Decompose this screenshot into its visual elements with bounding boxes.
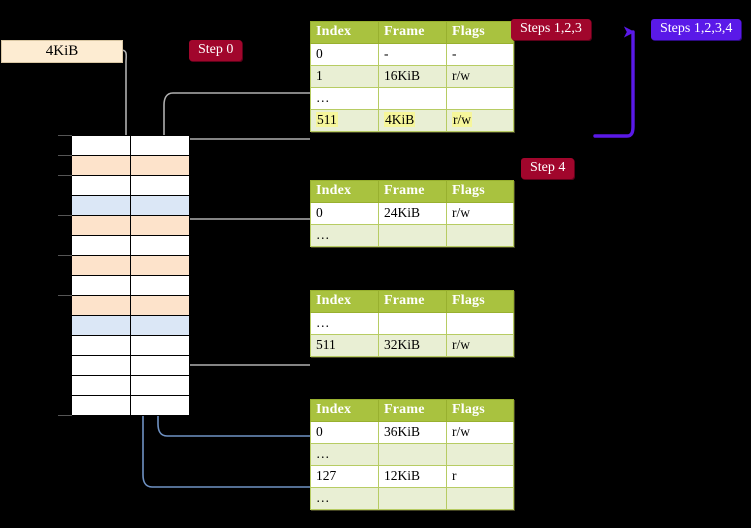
column-header-flags: Flags [446,21,514,44]
table-cell: r/w [446,421,514,444]
table-cell: 4KiB [378,109,447,132]
memory-column-divider [130,135,131,416]
column-header-index: Index [310,399,379,422]
table-cell: … [310,312,379,335]
memory-row-tick [58,155,72,156]
table-cell: r/w [446,65,514,88]
column-header-index: Index [310,21,379,44]
table-cell [446,443,514,466]
badge-step-4: Step 4 [521,158,575,180]
table-cell: … [310,224,379,247]
table-cell: 0 [310,43,379,66]
badge-steps-1234: Steps 1,2,3,4 [651,19,742,41]
table-cell: 0 [310,202,379,225]
table-row: … [310,224,514,247]
wire-pdpt-0-to-memory [178,218,310,268]
table-cell: - [446,43,514,66]
table-cell [446,87,514,110]
table-cell: 0 [310,421,379,444]
table-cell: r/w [446,334,514,357]
badge-label: Step 0 [198,42,234,57]
table-cell: … [310,87,379,110]
table-cell [378,443,447,466]
table-cell: 511 [310,334,379,357]
physical-memory-column [58,135,190,416]
table-row: … [310,87,514,110]
highlighted-value: 4KiB [384,112,416,127]
wire-pd-511-to-memory [178,315,310,366]
table-cell: 511 [310,109,379,132]
column-header-flags: Flags [446,290,514,313]
table-cell [378,224,447,247]
table-cell [446,487,514,510]
table-cell: 12KiB [378,465,447,488]
memory-row-tick [58,215,72,216]
table-cell: … [310,487,379,510]
table-cell: 16KiB [378,65,447,88]
column-header-index: Index [310,290,379,313]
badge-steps-123: Steps 1,2,3 [511,19,591,41]
table-cell [378,312,447,335]
badge-step-0: Step 0 [189,40,243,62]
table-cell: 127 [310,465,379,488]
memory-row-tick [58,175,72,176]
column-header-frame: Frame [378,399,447,422]
column-header-flags: Flags [446,180,514,203]
table-cell: … [310,443,379,466]
table-cell: 36KiB [378,421,447,444]
memory-row-tick [58,135,72,136]
table-row: … [310,443,514,466]
table-cell [378,87,447,110]
column-header-frame: Frame [378,290,447,313]
size-label-text: 4KiB [45,43,79,59]
memory-row-tick [58,255,72,256]
memory-row-tick [58,295,72,296]
size-label-box: 4KiB [1,40,123,63]
table-row: … [310,312,514,335]
table-cell [378,487,447,510]
column-header-frame: Frame [378,180,447,203]
table-cell: r [446,465,514,488]
column-header-frame: Frame [378,21,447,44]
table-cell [446,312,514,335]
table-cell: 32KiB [378,334,447,357]
table-row: 511 4KiB r/w [310,109,514,132]
table-cell [446,224,514,247]
table-cell: 24KiB [378,202,447,225]
wire-recursive-loop [593,32,633,138]
memory-row-tick [58,415,72,416]
table-row: 0-- [310,43,514,66]
highlighted-value: r/w [452,112,472,127]
column-header-flags: Flags [446,399,514,422]
badge-label: Steps 1,2,3,4 [660,21,733,36]
table-row: … [310,487,514,510]
badge-label: Steps 1,2,3 [520,21,582,36]
table-cell: r/w [446,202,514,225]
table-cell: - [378,43,447,66]
highlighted-value: 511 [316,112,338,127]
column-header-index: Index [310,180,379,203]
badge-label: Step 4 [530,160,566,175]
table-cell: r/w [446,109,514,132]
table-cell: 1 [310,65,379,88]
